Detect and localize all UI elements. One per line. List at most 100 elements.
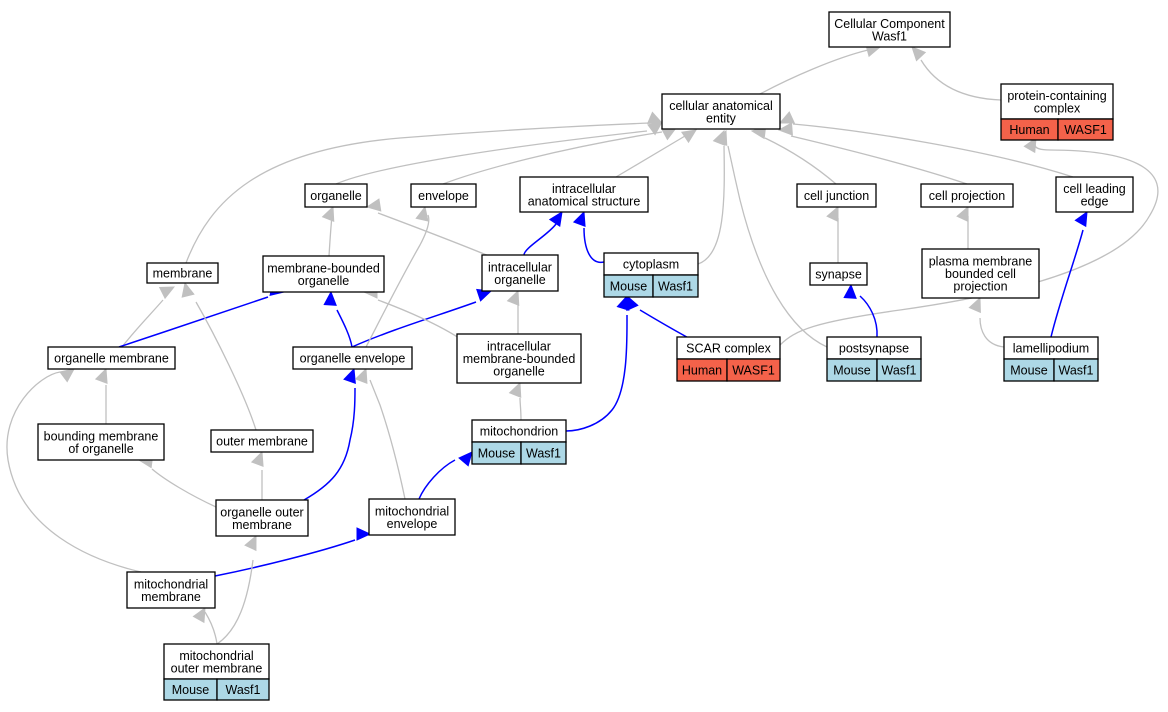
is-a-edge [192,606,218,645]
arrowhead-icon [356,527,372,541]
node-box [796,183,877,208]
edge-line [335,130,648,185]
is-a-edge [216,534,257,645]
node-organelle-envelope[interactable]: organelle envelope [292,346,413,370]
node-label: mitochondrial [179,649,253,663]
arrowhead-icon [714,129,728,147]
node-outer-membrane[interactable]: outer membrane [210,429,314,453]
edge-line [195,301,257,431]
node-box [146,262,219,284]
edge-line [583,227,605,263]
node-box [828,11,951,48]
node-label: organelle membrane [54,352,169,366]
node-box [481,254,559,292]
part-of-edge [303,367,356,501]
arrowhead-icon [321,205,335,223]
edge-line [351,301,477,348]
is-a-edge [750,125,837,185]
node-label: outer membrane [216,435,308,449]
is-a-edge [137,454,217,508]
edge-line [204,611,218,645]
node-box [456,333,582,384]
arrowhead-icon [94,367,108,385]
gene-label: Wasf1 [658,280,693,294]
is-a-edge [354,367,406,500]
is-a-edge [778,111,1074,178]
arrowhead-icon [548,211,563,227]
gene-label: Wasf1 [226,683,261,697]
node-label: membrane-bounded [267,261,380,275]
node-label: intracellular [487,340,551,354]
node-label: intracellular [488,260,552,274]
arrowhead-icon [508,381,522,399]
gene-cell [1057,118,1114,141]
species-label: Mouse [833,364,871,378]
arrowhead-icon [572,210,586,228]
node-membrane[interactable]: membrane [146,262,219,284]
node-organelle[interactable]: organelle [304,183,368,208]
node-label: cytoplasm [623,258,679,272]
node-label: edge [1081,194,1109,208]
node-envelope[interactable]: envelope [410,183,477,208]
arrowhead-icon [681,129,697,144]
is-a-edge [714,129,828,348]
node-label: SCAR complex [686,342,771,356]
node-box [410,183,477,208]
part-of-edge [565,294,630,432]
gene-label: WASF1 [1064,123,1107,137]
node-cell-projection[interactable]: cell projection [920,183,1014,208]
arrowhead-icon [181,281,195,298]
node-cell-junction[interactable]: cell junction [796,183,877,208]
node-synapse[interactable]: synapse [809,262,868,286]
edge-line [920,59,1002,101]
gene-cell [652,274,699,298]
node-box [368,498,456,536]
edge-line [727,145,828,348]
edge-line [519,397,522,421]
edge-line [336,309,353,348]
arrowhead-icon [354,367,368,385]
node-box [920,183,1014,208]
part-of-edge [214,527,372,577]
part-of-edge [418,451,473,500]
node-box [163,643,270,680]
arrowhead-icon [415,205,429,222]
node-organelle-membrane[interactable]: organelle membrane [47,346,176,370]
arrowhead-icon [323,290,337,306]
node-label: membrane [141,590,201,604]
node-label: organelle [493,365,544,379]
arrowhead-icon [365,198,382,212]
node-box [292,346,413,370]
node-label: cell junction [804,189,869,203]
gene-label: Wasf1 [1059,364,1094,378]
node-label: organelle [298,274,349,288]
node-label: mitochondrial [375,504,449,518]
edge-line [442,131,663,185]
is-a-edge [697,129,726,265]
part-of-edge [351,288,493,348]
is-a-edge [365,198,490,257]
edge-line [377,299,463,341]
edge-line [377,212,490,257]
